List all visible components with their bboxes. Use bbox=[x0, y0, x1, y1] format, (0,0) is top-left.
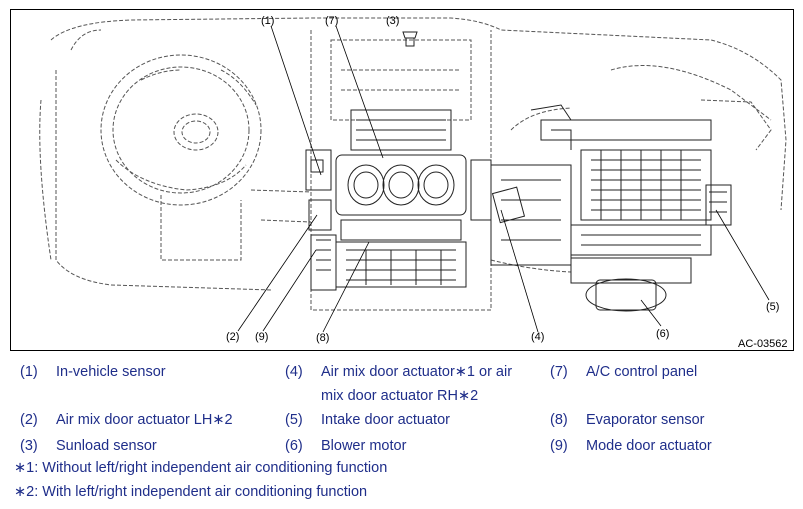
legend-text: In-vehicle sensor bbox=[56, 364, 166, 380]
diagram-frame: (1) (7) (3) (2) (9) (8) (4) (5) (6) AC-0… bbox=[10, 9, 794, 351]
figure-code: AC-03562 bbox=[738, 338, 788, 350]
legend-text: Sunload sensor bbox=[56, 438, 157, 454]
callout-4: (4) bbox=[531, 331, 544, 343]
footnote-2: ∗2: With left/right independent air cond… bbox=[14, 484, 368, 500]
hvac-component-diagram: (1) (7) (3) (2) (9) (8) (4) (5) (6) AC-0… bbox=[39, 15, 788, 350]
callout-3: (3) bbox=[386, 15, 399, 27]
callout-6: (6) bbox=[656, 328, 669, 340]
callout-2: (2) bbox=[226, 331, 239, 343]
legend-num: (4) bbox=[285, 364, 303, 380]
legend-text-line2: mix door actuator RH∗2 bbox=[321, 388, 479, 404]
callout-9: (9) bbox=[255, 331, 268, 343]
legend-text-line1: Air mix door actuator∗1 or air bbox=[321, 364, 513, 380]
legend-text: Intake door actuator bbox=[321, 412, 450, 428]
leader-lines bbox=[237, 25, 770, 333]
legend-text: Mode door actuator bbox=[586, 438, 712, 454]
legend-text: Evaporator sensor bbox=[586, 412, 705, 428]
control-panel-assembly bbox=[335, 109, 467, 288]
legend-num: (8) bbox=[550, 412, 568, 428]
legend-num: (1) bbox=[20, 364, 38, 380]
legend-num: (9) bbox=[550, 438, 568, 454]
legend-num: (7) bbox=[550, 364, 568, 380]
callout-1: (1) bbox=[261, 15, 274, 27]
legend-text: Blower motor bbox=[321, 438, 407, 454]
legend-num: (3) bbox=[20, 438, 38, 454]
sunload-sensor-shape bbox=[402, 31, 418, 47]
callout-8: (8) bbox=[316, 332, 329, 344]
footnote-1: ∗1: Without left/right independent air c… bbox=[14, 460, 388, 476]
legend-num: (6) bbox=[285, 438, 303, 454]
legend-num: (2) bbox=[20, 412, 38, 428]
left-actuators bbox=[305, 149, 337, 291]
legend-num: (5) bbox=[285, 412, 303, 428]
heater-blower-unit bbox=[470, 104, 732, 312]
dashboard-outline bbox=[39, 17, 787, 311]
legend-text: A/C control panel bbox=[586, 364, 698, 380]
callout-7: (7) bbox=[325, 15, 338, 27]
legend-text: Air mix door actuator LH∗2 bbox=[56, 412, 233, 428]
callout-5: (5) bbox=[766, 301, 779, 313]
legend: (1) In-vehicle sensor (2) Air mix door a… bbox=[0, 358, 803, 508]
steering-wheel bbox=[100, 54, 262, 261]
